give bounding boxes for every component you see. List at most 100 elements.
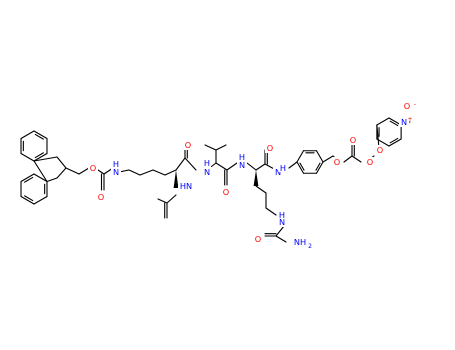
bond: [204, 144, 217, 151]
atom-label-bg: [273, 167, 283, 177]
bond: [215, 162, 228, 171]
atom-label-bg: [253, 234, 263, 244]
benzene-ring-bond: [315, 162, 321, 171]
bond: [255, 185, 267, 194]
bond: [246, 162, 257, 171]
atom-o-label: O: [350, 135, 356, 145]
atom-label-bg: [279, 164, 287, 172]
benzene-ring-bond: [315, 161, 324, 174]
atom-label-bg: [96, 192, 106, 202]
atom-n-label: H: [204, 158, 210, 168]
bond: [275, 235, 287, 243]
bond: [288, 161, 298, 169]
atom-label-bg: [237, 160, 247, 170]
benzene-ring-bond: [389, 137, 399, 144]
fluorene-ring-bond: [46, 177, 58, 183]
benzene-ring-bond: [296, 150, 305, 163]
fluorene-ring-bond: [33, 130, 48, 140]
atom-label-bg: [178, 181, 194, 191]
atom-o-label: O: [267, 143, 273, 153]
atom-label-bg: [265, 143, 275, 153]
benzene-ring-bond: [388, 138, 402, 147]
atom-o-label: O: [90, 163, 96, 173]
fluorene-ring-bond: [56, 167, 67, 179]
atom-n-label: H: [279, 210, 285, 220]
fluorene-ring-bond: [20, 152, 35, 162]
fluorene-ring-bond: [24, 176, 34, 183]
atom-o-label: -: [414, 101, 416, 108]
bond: [139, 169, 154, 176]
fluorene-ring-bond: [20, 173, 35, 183]
fluorene-ring-bond: [33, 160, 48, 183]
atom-label-bg: [399, 117, 409, 127]
wedge-bond: [173, 170, 179, 188]
atom-o-label: O: [377, 145, 383, 155]
fluorene-ring-bond: [33, 173, 48, 183]
atom-label-bg: [112, 160, 120, 168]
atom-n-label: N: [113, 167, 119, 177]
atom-label-bg: [278, 211, 286, 219]
atom-label-bg: [221, 187, 231, 197]
bond: [275, 225, 285, 237]
fluorene-ring-bond: [24, 195, 34, 202]
atom-label-bg: [203, 159, 211, 167]
atom-n-label: N: [204, 167, 210, 177]
bond: [78, 167, 90, 175]
fluorene-ring-bond: [33, 195, 48, 205]
bond: [322, 155, 334, 163]
atom-label-bg: [88, 163, 98, 173]
atom-n-label: H: [113, 159, 119, 169]
atom-n-label: N: [275, 167, 281, 177]
wedge-bond: [253, 170, 259, 186]
atom-o-label: O: [255, 234, 261, 244]
benzene-ring-bond: [296, 161, 305, 174]
fluorene-ring-bond: [34, 152, 44, 159]
bond: [65, 167, 80, 175]
fluorene-ring-bond: [20, 130, 35, 140]
bond: [175, 157, 186, 171]
atom-label-bg: [365, 157, 375, 167]
atom-o-label: +: [407, 116, 412, 123]
fluorene-ring-bond: [33, 156, 58, 162]
atom-label-bg: [202, 167, 212, 177]
atom-n-label: H: [239, 152, 245, 162]
atom-label-bg: [292, 237, 308, 247]
bond: [351, 155, 362, 163]
atom-n-label: N: [279, 217, 285, 227]
atom-n-label: NH: [294, 237, 306, 247]
atom-o-label: O: [334, 157, 340, 167]
atom-n-label: N: [239, 160, 245, 170]
atom-label-bg: [402, 101, 412, 111]
atom-label-bg: [111, 167, 121, 177]
bond: [255, 163, 266, 171]
bond: [215, 144, 227, 151]
benzene-ring-bond: [376, 138, 390, 147]
bond: [265, 207, 277, 216]
bond: [166, 194, 177, 204]
atom-n-label: N: [401, 117, 407, 127]
atom-label-bg: [277, 217, 287, 227]
atom-o-label: O: [98, 192, 104, 202]
benzene-ring-bond: [299, 162, 305, 171]
atom-label-bg: [183, 140, 193, 150]
atom-n-label: HN: [180, 181, 192, 191]
atom-label-bg: [348, 135, 358, 145]
atom-label-bg: [375, 145, 385, 155]
fluorene-ring-bond: [20, 195, 35, 205]
atom-o-label: O: [185, 140, 191, 150]
benzene-ring-bond: [389, 120, 399, 127]
bond: [376, 124, 380, 149]
benzene-ring-bond: [315, 150, 324, 163]
atom-o-label: O: [404, 101, 410, 111]
bond: [128, 169, 141, 176]
atom-label-bg: [238, 153, 246, 161]
bond: [343, 155, 353, 163]
atom-o-label: O: [367, 157, 373, 167]
bond: [226, 162, 238, 171]
atom-n-label: 2: [308, 243, 312, 250]
bond: [157, 198, 168, 204]
atom-o-label: O: [223, 187, 229, 197]
fluorene-ring-bond: [56, 156, 67, 169]
benzene-ring-bond: [376, 117, 390, 126]
